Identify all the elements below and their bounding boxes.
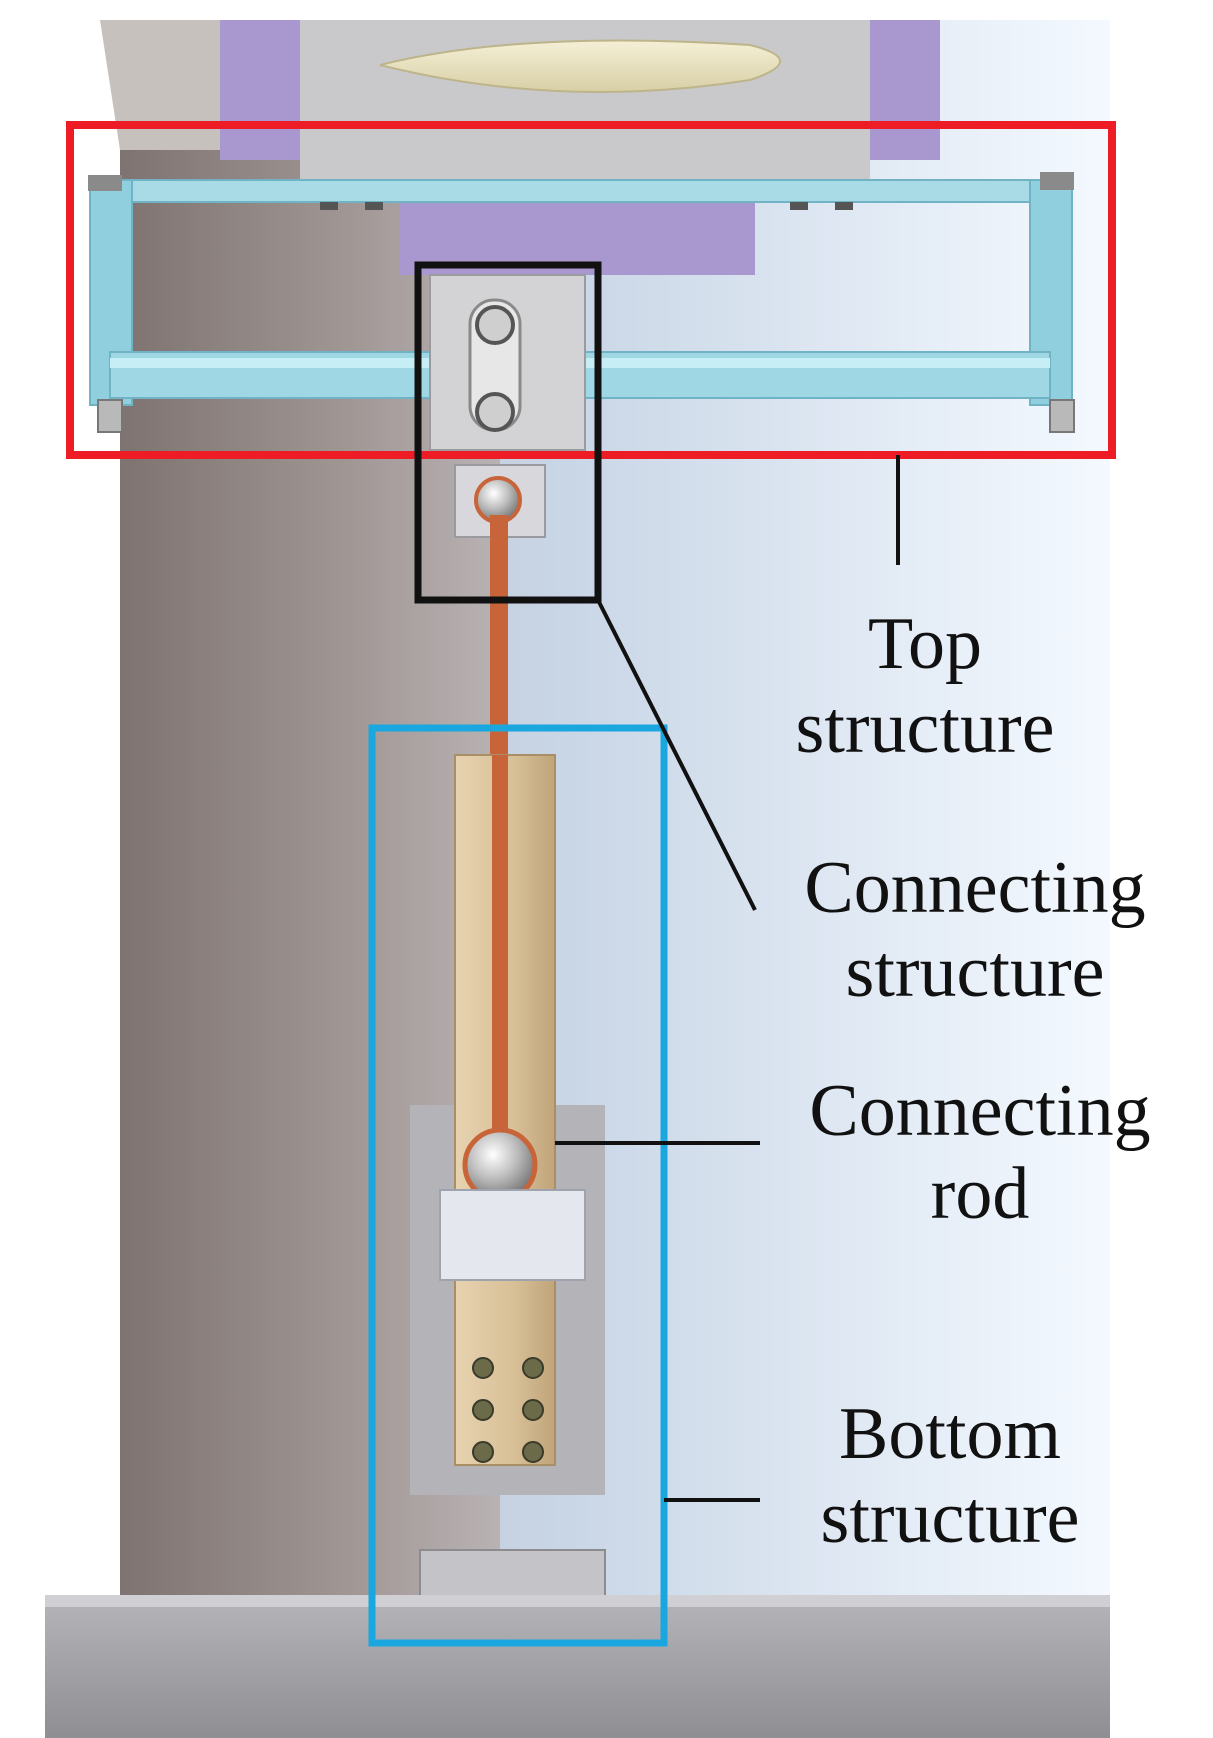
label-bottom-structure-line1: Bottom [839,1393,1061,1475]
airfoil-model [379,39,781,93]
connecting-rod-lower [492,755,508,1145]
leader-connecting-structure [596,599,757,911]
base-floor [45,1595,1110,1738]
bolt-left-top [88,175,122,191]
wall-top-bevel [100,20,220,150]
hinge-bolt-bottom [475,392,515,432]
label-connecting-rod-line2: rod [931,1153,1030,1235]
connecting-structure-box [414,261,602,604]
upper-fixture-left [220,20,300,160]
bolt-right-top [1040,172,1074,190]
lower-fixture-block [400,190,755,275]
base-floor-edge [45,1595,1110,1607]
bolt-mid-2 [365,202,383,210]
plate-bolts [472,1357,544,1463]
upper-fixture-right [870,20,940,160]
label-top-structure-line1: Top [868,603,982,685]
bolt-mid-1 [320,202,338,210]
label-connecting-rod-line1: Connecting [809,1070,1150,1152]
label-connecting-structure-line2: structure [846,931,1105,1013]
bolt-mid-3 [790,202,808,210]
label-bottom-structure-line2: structure [821,1477,1080,1559]
bolt-mid-4 [835,202,853,210]
label-connecting-structure-line1: Connecting [804,847,1145,929]
hinge-bolt-top [475,305,515,345]
bolt-right-bottom [1049,399,1075,433]
bolt-left-bottom [97,399,123,433]
label-top-structure-line2: structure [796,687,1055,769]
bottom-structure-box [368,724,668,1647]
top-structure-box [66,121,1116,459]
frame-top-bar [89,179,1071,203]
clamp-block [439,1189,586,1281]
